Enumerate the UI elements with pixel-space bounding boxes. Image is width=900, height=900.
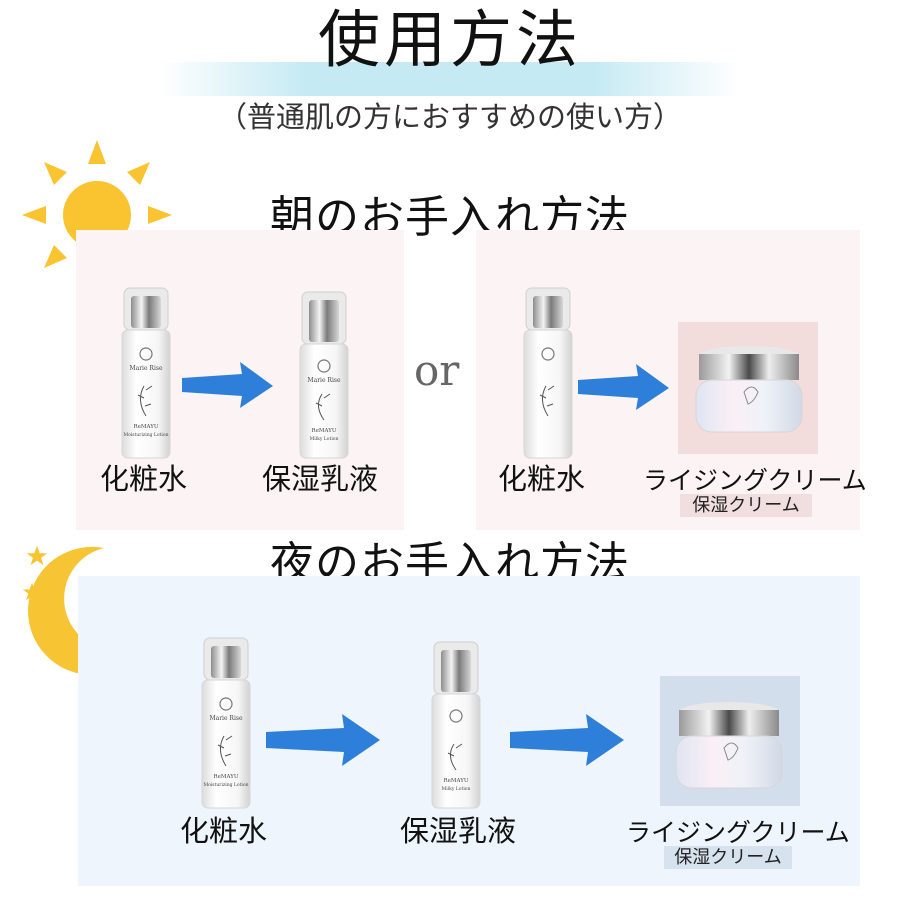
svg-text:Marie Rise: Marie Rise — [307, 377, 340, 384]
page-subtitle: （普通肌の方におすすめの使い方） — [217, 100, 682, 134]
svg-text:Milky Lotion: Milky Lotion — [310, 436, 339, 442]
svg-text:ReMAYU: ReMAYU — [311, 428, 336, 434]
svg-text:Moisturizing Lotion: Moisturizing Lotion — [124, 432, 169, 438]
night-step3-label: ライジングクリーム — [626, 818, 850, 847]
arrow-right-icon — [508, 712, 626, 768]
lotion-bottle-image — [520, 286, 576, 461]
svg-text:Milky Lotion: Milky Lotion — [442, 786, 471, 792]
or-separator: or — [414, 346, 460, 395]
svg-text:ReMAYU: ReMAYU — [133, 424, 158, 430]
star-icon — [22, 582, 42, 602]
morning-b-step1-label: 化粧水 — [498, 462, 586, 496]
brand-text: Marie Rise — [129, 365, 162, 372]
page-title: 使用方法 — [317, 3, 582, 76]
cream-jar-image — [664, 698, 794, 798]
svg-text:Marie Rise: Marie Rise — [209, 715, 242, 722]
star-icon — [50, 566, 68, 584]
night-step1-label: 化粧水 — [180, 814, 268, 848]
morning-b-step2-sublabel: 保湿クリーム — [680, 494, 812, 518]
arrow-right-icon — [180, 360, 275, 410]
morning-a-step2-label: 保湿乳液 — [262, 462, 379, 496]
morning-a-step1-label: 化粧水 — [100, 462, 188, 496]
star-icon — [26, 545, 48, 567]
svg-text:Moisturizing Lotion: Moisturizing Lotion — [204, 782, 249, 788]
arrow-right-icon — [576, 362, 671, 412]
milky-lotion-bottle-image: ReMAYU Milky Lotion — [428, 640, 484, 810]
morning-b-step2-label: ライジングクリーム — [643, 466, 867, 495]
milky-lotion-bottle-image: Marie Rise ReMAYU Milky Lotion — [296, 290, 352, 460]
lotion-bottle-image: Marie Rise ReMAYU Moisturizing Lotion — [118, 286, 174, 461]
svg-text:ReMAYU: ReMAYU — [443, 778, 468, 784]
svg-text:ReMAYU: ReMAYU — [213, 774, 238, 780]
night-step3-sublabel: 保湿クリーム — [664, 846, 792, 870]
arrow-right-icon — [264, 712, 382, 768]
title-highlight-band — [160, 62, 740, 96]
cream-jar-image — [684, 342, 814, 442]
night-step2-label: 保湿乳液 — [400, 814, 517, 848]
lotion-bottle-image: Marie Rise ReMAYU Moisturizing Lotion — [198, 636, 254, 811]
